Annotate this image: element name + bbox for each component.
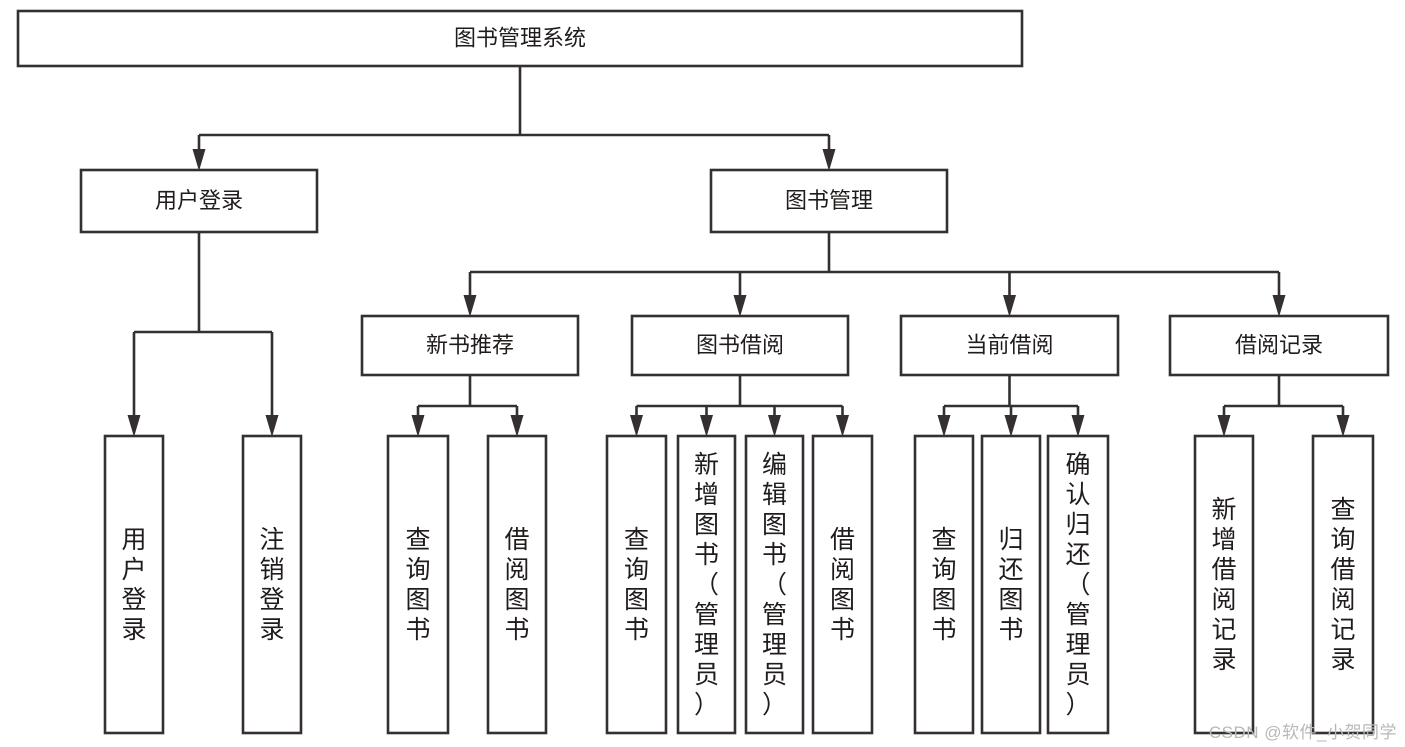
node-n3b[interactable]: 图书借阅 xyxy=(630,314,850,377)
arrow-head-icon xyxy=(1004,415,1018,437)
node-box[interactable] xyxy=(1168,314,1390,377)
node-n3d[interactable]: 借阅记录 xyxy=(1168,314,1390,377)
node-label: 查询图书 xyxy=(405,526,430,644)
arrow-head-icon xyxy=(411,415,425,437)
arrow-head-icon xyxy=(630,415,643,437)
node-label: 注销登录 xyxy=(259,526,284,644)
node-n3c[interactable]: 当前借阅 xyxy=(899,314,1120,377)
arrow-head-icon xyxy=(1272,295,1286,317)
node-n3a[interactable]: 新书推荐 xyxy=(360,314,580,377)
connector-group-e-n3b xyxy=(630,375,849,437)
node-label: 用户登录 xyxy=(121,526,146,644)
node-box[interactable] xyxy=(913,434,975,735)
arrow-head-icon xyxy=(1217,415,1231,437)
node-l2[interactable]: 注销登录 xyxy=(241,434,303,735)
arrow-head-icon xyxy=(1003,295,1016,317)
node-box[interactable] xyxy=(676,434,737,735)
node-label: 图书管理系统 xyxy=(454,25,586,50)
node-l12[interactable]: 新增借阅记录 xyxy=(1193,434,1255,735)
node-label: 图书管理 xyxy=(785,188,873,213)
connector-group-e-n3d xyxy=(1217,375,1350,437)
node-l1[interactable]: 用户登录 xyxy=(103,434,165,735)
arrow-head-icon xyxy=(937,415,951,437)
arrow-head-icon xyxy=(1336,415,1350,437)
arrow-head-icon xyxy=(510,415,524,437)
node-box[interactable] xyxy=(16,9,1024,68)
node-n2b[interactable]: 图书管理 xyxy=(709,168,949,234)
connector-group-e-n2b xyxy=(463,232,1286,317)
arrow-head-icon xyxy=(265,415,279,437)
node-l10[interactable]: 归还图书 xyxy=(980,434,1042,735)
node-label: 图书借阅 xyxy=(696,332,784,357)
node-root[interactable]: 图书管理系统 xyxy=(16,9,1024,68)
node-label: 借阅记录 xyxy=(1235,332,1323,357)
node-box[interactable] xyxy=(241,434,303,735)
connector-group-e-n3c xyxy=(937,375,1085,437)
node-n2a[interactable]: 用户登录 xyxy=(79,168,319,234)
node-box[interactable] xyxy=(486,434,548,735)
arrow-head-icon xyxy=(192,149,206,171)
node-box[interactable] xyxy=(980,434,1042,735)
arrow-head-icon xyxy=(822,149,836,171)
node-label: 当前借阅 xyxy=(965,332,1053,357)
node-box[interactable] xyxy=(1193,434,1255,735)
connector-group-e-n3a xyxy=(411,375,524,437)
node-label: 确认归还（管理员） xyxy=(1065,451,1090,719)
arrow-head-icon xyxy=(733,295,747,317)
node-label: 编辑图书（管理员） xyxy=(762,451,787,719)
node-l13[interactable]: 查询借阅记录 xyxy=(1311,434,1375,735)
arrow-head-icon xyxy=(836,415,849,437)
node-box[interactable] xyxy=(744,434,805,735)
arrow-head-icon xyxy=(1071,415,1085,437)
node-l6[interactable]: 新增图书（管理员） xyxy=(676,434,737,735)
node-label: 归还图书 xyxy=(998,526,1023,644)
node-layer: 图书管理系统用户登录图书管理新书推荐图书借阅当前借阅借阅记录用户登录注销登录查询… xyxy=(16,9,1390,735)
arrow-head-icon xyxy=(768,415,781,437)
node-label: 查询借阅记录 xyxy=(1330,496,1355,674)
node-box[interactable] xyxy=(630,314,850,377)
node-box[interactable] xyxy=(386,434,450,735)
node-box[interactable] xyxy=(1311,434,1375,735)
node-l8[interactable]: 借阅图书 xyxy=(811,434,874,735)
node-label: 查询图书 xyxy=(624,526,649,644)
node-label: 借阅图书 xyxy=(830,526,855,644)
node-label: 新增借阅记录 xyxy=(1211,496,1236,674)
node-label: 查询图书 xyxy=(931,526,956,644)
arrow-head-icon xyxy=(127,415,141,437)
connector-group-e-n2a xyxy=(127,232,279,437)
node-label: 借阅图书 xyxy=(504,526,529,644)
connector-layer xyxy=(127,66,1350,437)
node-box[interactable] xyxy=(103,434,165,735)
node-label: 用户登录 xyxy=(155,188,243,213)
node-box[interactable] xyxy=(899,314,1120,377)
node-l11[interactable]: 确认归还（管理员） xyxy=(1046,434,1110,735)
node-box[interactable] xyxy=(360,314,580,377)
node-label: 新增图书（管理员） xyxy=(694,451,719,719)
node-l9[interactable]: 查询图书 xyxy=(913,434,975,735)
node-box[interactable] xyxy=(811,434,874,735)
arrow-head-icon xyxy=(463,295,477,317)
node-label: 新书推荐 xyxy=(426,332,514,357)
node-box[interactable] xyxy=(605,434,668,735)
node-box[interactable] xyxy=(709,168,949,234)
node-l7[interactable]: 编辑图书（管理员） xyxy=(744,434,805,735)
arrow-head-icon xyxy=(700,415,713,437)
node-l4[interactable]: 借阅图书 xyxy=(486,434,548,735)
connector-group-e-root xyxy=(192,66,836,171)
node-box[interactable] xyxy=(79,168,319,234)
node-l3[interactable]: 查询图书 xyxy=(386,434,450,735)
node-l5[interactable]: 查询图书 xyxy=(605,434,668,735)
node-box[interactable] xyxy=(1046,434,1110,735)
